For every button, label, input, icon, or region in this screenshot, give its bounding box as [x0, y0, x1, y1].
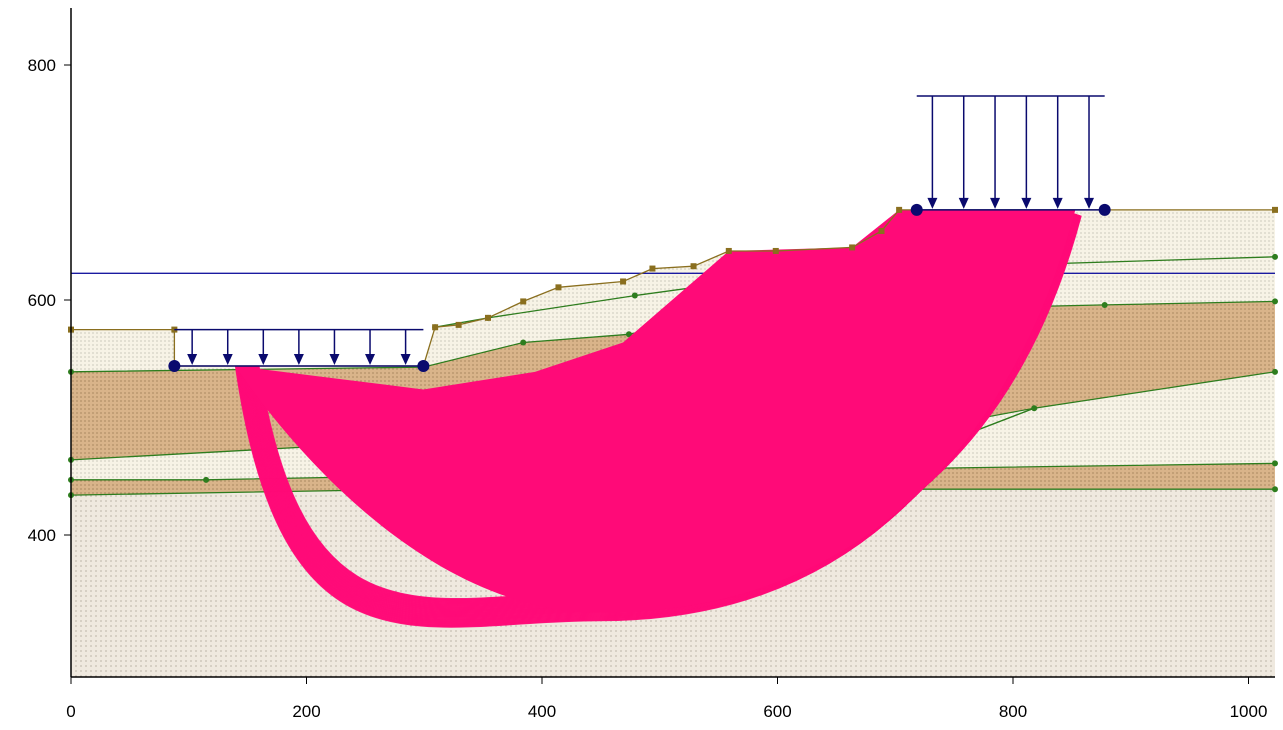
x-tick-label: 0: [66, 702, 75, 721]
surface-point: [849, 244, 856, 251]
x-tick-label: 400: [528, 702, 556, 721]
boundary-point: [1272, 368, 1278, 375]
boundary-point: [203, 476, 210, 483]
x-tick-label: 600: [763, 702, 791, 721]
surface-point: [520, 298, 527, 305]
boundary-point: [1272, 486, 1278, 493]
load-end-node: [1098, 203, 1111, 216]
load-end-node: [168, 359, 181, 372]
load-end-node: [910, 203, 923, 216]
slip-surfaces: [234, 209, 1082, 628]
surface-point: [649, 265, 656, 272]
boundary-point: [1272, 460, 1278, 467]
load-arrow-head: [1021, 197, 1032, 209]
x-tick-label: 800: [999, 702, 1027, 721]
boundary-point: [625, 331, 632, 338]
surface-point: [772, 247, 779, 254]
surface-point: [620, 278, 627, 285]
surface-point: [725, 247, 732, 254]
slip-mass-fill: [235, 209, 1076, 613]
load-arrow-head: [329, 353, 340, 365]
boundary-point: [631, 292, 638, 299]
load-arrow-head: [1084, 197, 1095, 209]
boundary-point: [1101, 301, 1108, 308]
boundary-point: [1272, 253, 1278, 260]
boundary-point: [1272, 298, 1278, 305]
load-arrow-head: [222, 353, 233, 365]
surface-point: [555, 284, 562, 291]
boundary-point: [520, 339, 527, 346]
surface-point: [455, 321, 462, 328]
load-arrow-head: [400, 353, 411, 365]
axis-ticks: 0 200 400 600 800 1000 400 600 800: [28, 56, 1268, 721]
surface-point: [1272, 206, 1278, 213]
load-arrow-head: [365, 353, 376, 365]
load-arrow-head: [293, 353, 304, 365]
y-tick-label: 800: [28, 56, 56, 75]
surface-point: [878, 228, 885, 234]
load-arrow-head: [187, 353, 198, 365]
x-tick-label: 200: [292, 702, 320, 721]
load-arrow-head: [1052, 197, 1063, 209]
y-tick-label: 400: [28, 526, 56, 545]
load-arrow-head: [958, 197, 969, 209]
axes: [70, 8, 1275, 678]
x-tick-label: 1000: [1230, 702, 1268, 721]
surface-point: [432, 324, 439, 331]
load-arrow-head: [258, 353, 269, 365]
distributed-loads: [168, 95, 1111, 372]
load-arrow-head: [990, 197, 1001, 209]
load-arrow-head: [927, 197, 938, 209]
y-tick-label: 600: [28, 291, 56, 310]
surface-point: [690, 263, 697, 270]
surface-point: [484, 314, 491, 321]
surface-point: [896, 206, 903, 213]
load-end-node: [417, 359, 430, 372]
